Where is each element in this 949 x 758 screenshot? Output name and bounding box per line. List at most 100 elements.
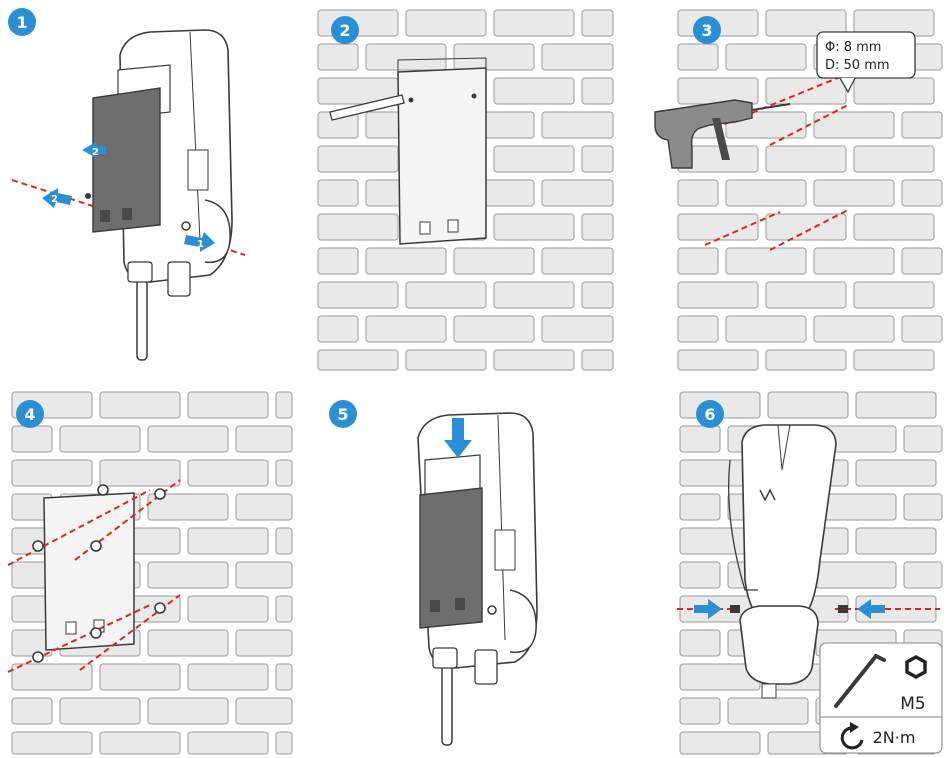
step-badge	[693, 16, 721, 44]
screw	[85, 193, 91, 199]
brick	[765, 281, 847, 309]
brick	[99, 391, 181, 419]
brick	[581, 77, 614, 105]
power-drill-icon	[654, 99, 791, 169]
step-badge	[16, 400, 44, 428]
brick	[903, 493, 943, 521]
brick	[765, 145, 847, 173]
brick	[99, 663, 181, 691]
brick	[317, 315, 359, 343]
panel-1-remove-plate: 2 2 1 1	[8, 8, 246, 361]
brick	[853, 145, 935, 173]
brick	[679, 731, 761, 755]
brick	[581, 145, 614, 173]
brick	[541, 111, 614, 139]
brick	[187, 527, 269, 555]
drill-axis-line	[704, 211, 781, 246]
drill-diameter: Φ: 8 mm	[825, 40, 881, 55]
drill-depth: D: 50 mm	[825, 58, 890, 73]
brick	[725, 315, 807, 343]
brick	[765, 349, 847, 371]
brick	[855, 527, 937, 555]
mounting-plate	[43, 492, 135, 651]
brick	[235, 629, 293, 657]
brick	[59, 425, 141, 453]
step-number: 3	[701, 21, 712, 40]
brick	[901, 179, 943, 207]
step-badge	[331, 16, 359, 44]
mounting-plate	[92, 87, 161, 233]
brick	[815, 561, 897, 589]
arrow-right	[694, 599, 722, 619]
brick	[405, 281, 487, 309]
power-cable	[441, 664, 453, 746]
brick	[767, 391, 849, 419]
brick	[493, 145, 575, 173]
arrow-down	[444, 418, 472, 458]
panel-5-hang-charger: 5	[329, 400, 538, 746]
brick	[59, 697, 141, 725]
brick	[853, 77, 935, 105]
brick	[493, 9, 575, 37]
brick	[99, 731, 181, 755]
screw	[730, 605, 740, 613]
screw-size: M5	[900, 694, 925, 714]
brick	[679, 493, 721, 521]
mounting-plate	[419, 487, 483, 629]
brick-wall	[317, 9, 614, 371]
brick	[677, 77, 759, 105]
cable-gland	[167, 261, 191, 297]
brick	[725, 43, 807, 71]
brick	[275, 731, 293, 755]
brick	[493, 213, 575, 241]
brick	[275, 459, 293, 487]
brick	[275, 595, 293, 623]
brick	[187, 391, 269, 419]
brick	[813, 247, 895, 275]
arrow-label: 2	[92, 147, 99, 158]
brick	[677, 179, 719, 207]
brick	[679, 629, 721, 657]
brick	[813, 111, 895, 139]
brick	[493, 349, 575, 371]
panel-4-fix-plate: 4	[7, 391, 293, 755]
brick	[11, 731, 93, 755]
hex-nut-icon	[905, 654, 927, 680]
brick	[317, 179, 359, 207]
drill-axis-line	[769, 104, 849, 146]
connector-holster	[739, 605, 819, 685]
brick	[317, 145, 399, 173]
hex-key-icon	[834, 654, 878, 708]
brick	[235, 561, 293, 589]
brick	[541, 315, 614, 343]
brick	[275, 663, 293, 691]
brick	[147, 561, 229, 589]
brick	[147, 697, 229, 725]
brick	[11, 697, 53, 725]
brick	[679, 697, 721, 725]
brick	[855, 391, 937, 419]
cable-gland	[432, 647, 458, 669]
screw	[181, 221, 191, 231]
brick	[147, 425, 229, 453]
brick	[187, 595, 269, 623]
brick	[317, 247, 359, 275]
brick	[99, 459, 181, 487]
brick	[453, 247, 535, 275]
brick	[147, 629, 229, 657]
drill-axis-line	[769, 209, 849, 251]
arrow-label: 2	[51, 194, 58, 205]
step-number: 1	[16, 13, 27, 32]
step-badge	[8, 8, 36, 36]
brick	[493, 77, 575, 105]
brick	[813, 179, 895, 207]
brick	[317, 43, 359, 71]
brick	[901, 247, 943, 275]
brick	[581, 281, 614, 309]
brick	[365, 43, 447, 71]
brick	[765, 9, 847, 37]
rotate-arrow-icon	[840, 726, 864, 750]
charger-front	[741, 424, 837, 623]
brick	[275, 391, 293, 419]
